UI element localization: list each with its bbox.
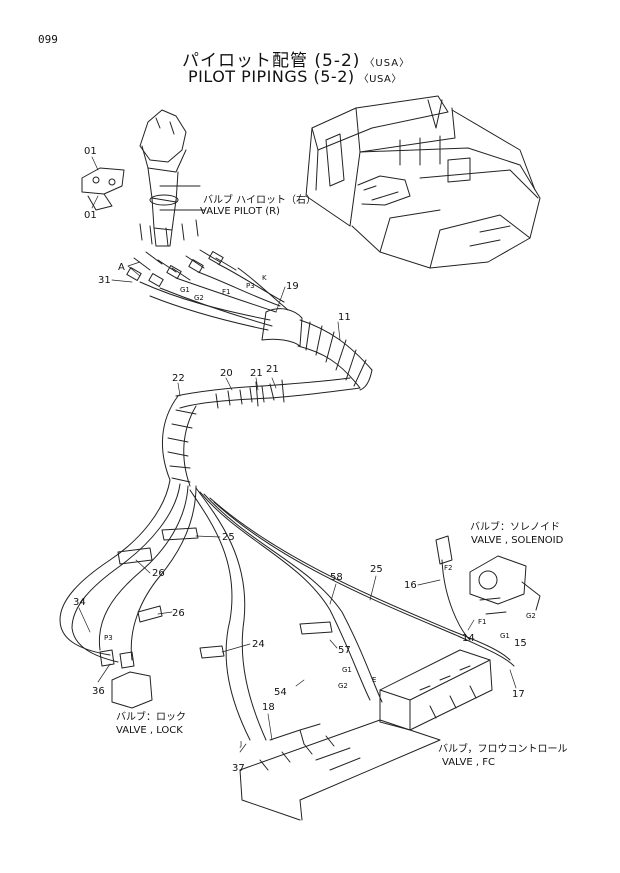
label-valve-lock-jp: バルブ：ロック xyxy=(116,710,186,723)
frame-rail xyxy=(239,719,441,821)
title-jp-text: パイロット配管 (5-2) xyxy=(182,51,361,71)
port-mark: G2 xyxy=(338,682,348,690)
lock-valve xyxy=(99,649,153,709)
part-number: 01 xyxy=(84,146,97,157)
port-marks: K P3 G1 G2 F1 F2 F1 G1 G2 P3 G1 G2 E J xyxy=(104,274,536,748)
part-number-callouts: 01 01 31 A 19 11 22 20 21 21 25 26 34 26… xyxy=(73,146,527,774)
annotations: バルブ ハイロット（右） VALVE PILOT (R) バルブ：ソレノイド V… xyxy=(116,193,568,768)
part-number: 22 xyxy=(172,373,185,384)
fc-valve-block xyxy=(379,649,493,731)
label-valve-pilot-jp: バルブ ハイロット（右） xyxy=(203,193,316,206)
part-number: 24 xyxy=(252,639,265,650)
part-number: 36 xyxy=(92,686,105,697)
label-valve-lock-en: VALVE , LOCK xyxy=(116,725,183,736)
excavator-overview-sketch xyxy=(305,95,541,269)
part-number: 14 xyxy=(462,633,475,644)
part-number: 21 xyxy=(266,364,279,375)
pilot-hoses-upper xyxy=(139,263,289,331)
port-mark: J xyxy=(239,740,242,748)
title-japanese: パイロット配管 (5-2)〈USA〉 xyxy=(182,46,410,71)
port-mark: G2 xyxy=(194,294,204,302)
port-mark: G1 xyxy=(500,632,510,640)
page-number: 099 xyxy=(38,33,58,46)
label-valve-solenoid-jp: バルブ：ソレノイド xyxy=(470,520,560,533)
part-number: 25 xyxy=(370,564,383,575)
part-number: 26 xyxy=(152,568,165,579)
leader-lines xyxy=(78,156,517,753)
title-en-region: 〈USA〉 xyxy=(358,74,402,85)
port-mark: F2 xyxy=(444,564,452,572)
port-mark: G1 xyxy=(342,666,352,674)
part-number: 01 xyxy=(84,210,97,221)
port-mark: P3 xyxy=(104,634,113,642)
port-mark: G1 xyxy=(180,286,190,294)
part-number: 58 xyxy=(330,572,343,583)
part-number: 34 xyxy=(73,597,86,608)
part-number: 31 xyxy=(98,275,111,286)
port-mark: F1 xyxy=(222,288,230,296)
part-number: 26 xyxy=(172,608,185,619)
part-number: 21 xyxy=(250,368,263,379)
hose-fittings-row xyxy=(126,249,237,287)
label-valve-pilot-en: VALVE PILOT (R) xyxy=(200,206,280,217)
label-valve-fc-jp: バルブ，フロウコントロール xyxy=(438,742,568,755)
part-number: 17 xyxy=(512,689,525,700)
part-number: 19 xyxy=(286,281,299,292)
title-jp-region: 〈USA〉 xyxy=(364,58,411,69)
part-number: 54 xyxy=(274,687,287,698)
port-mark: E xyxy=(372,676,376,684)
spiral-protector-lower xyxy=(161,395,197,487)
solenoid-valve-block xyxy=(435,535,541,641)
port-mark: K xyxy=(262,274,267,282)
part-number: 15 xyxy=(514,638,527,649)
part-number: 11 xyxy=(338,312,351,323)
port-mark: G2 xyxy=(526,612,536,620)
title-english: PILOT PIPINGS (5-2)〈USA〉 xyxy=(188,67,402,86)
part-number: 57 xyxy=(338,645,351,656)
title-en-text: PILOT PIPINGS (5-2) xyxy=(188,67,355,86)
label-valve-fc-en: VALVE , FC xyxy=(442,757,495,768)
port-mark: P3 xyxy=(246,282,255,290)
hose-bundle-middle xyxy=(175,377,361,409)
gasket-plate xyxy=(81,167,125,211)
part-number: 16 xyxy=(404,580,417,591)
hose-clamps xyxy=(117,527,333,659)
pilot-valve-assembly xyxy=(139,109,206,247)
pilot-hoses-lower xyxy=(59,479,515,741)
part-number: A xyxy=(118,262,125,273)
port-mark: F1 xyxy=(478,618,486,626)
label-valve-solenoid-en: VALVE , SOLENOID xyxy=(471,535,564,546)
part-number: 25 xyxy=(222,532,235,543)
part-number: 18 xyxy=(262,702,275,713)
spiral-protector-upper xyxy=(261,308,373,391)
part-number: 20 xyxy=(220,368,233,379)
part-number: 37 xyxy=(232,763,245,774)
